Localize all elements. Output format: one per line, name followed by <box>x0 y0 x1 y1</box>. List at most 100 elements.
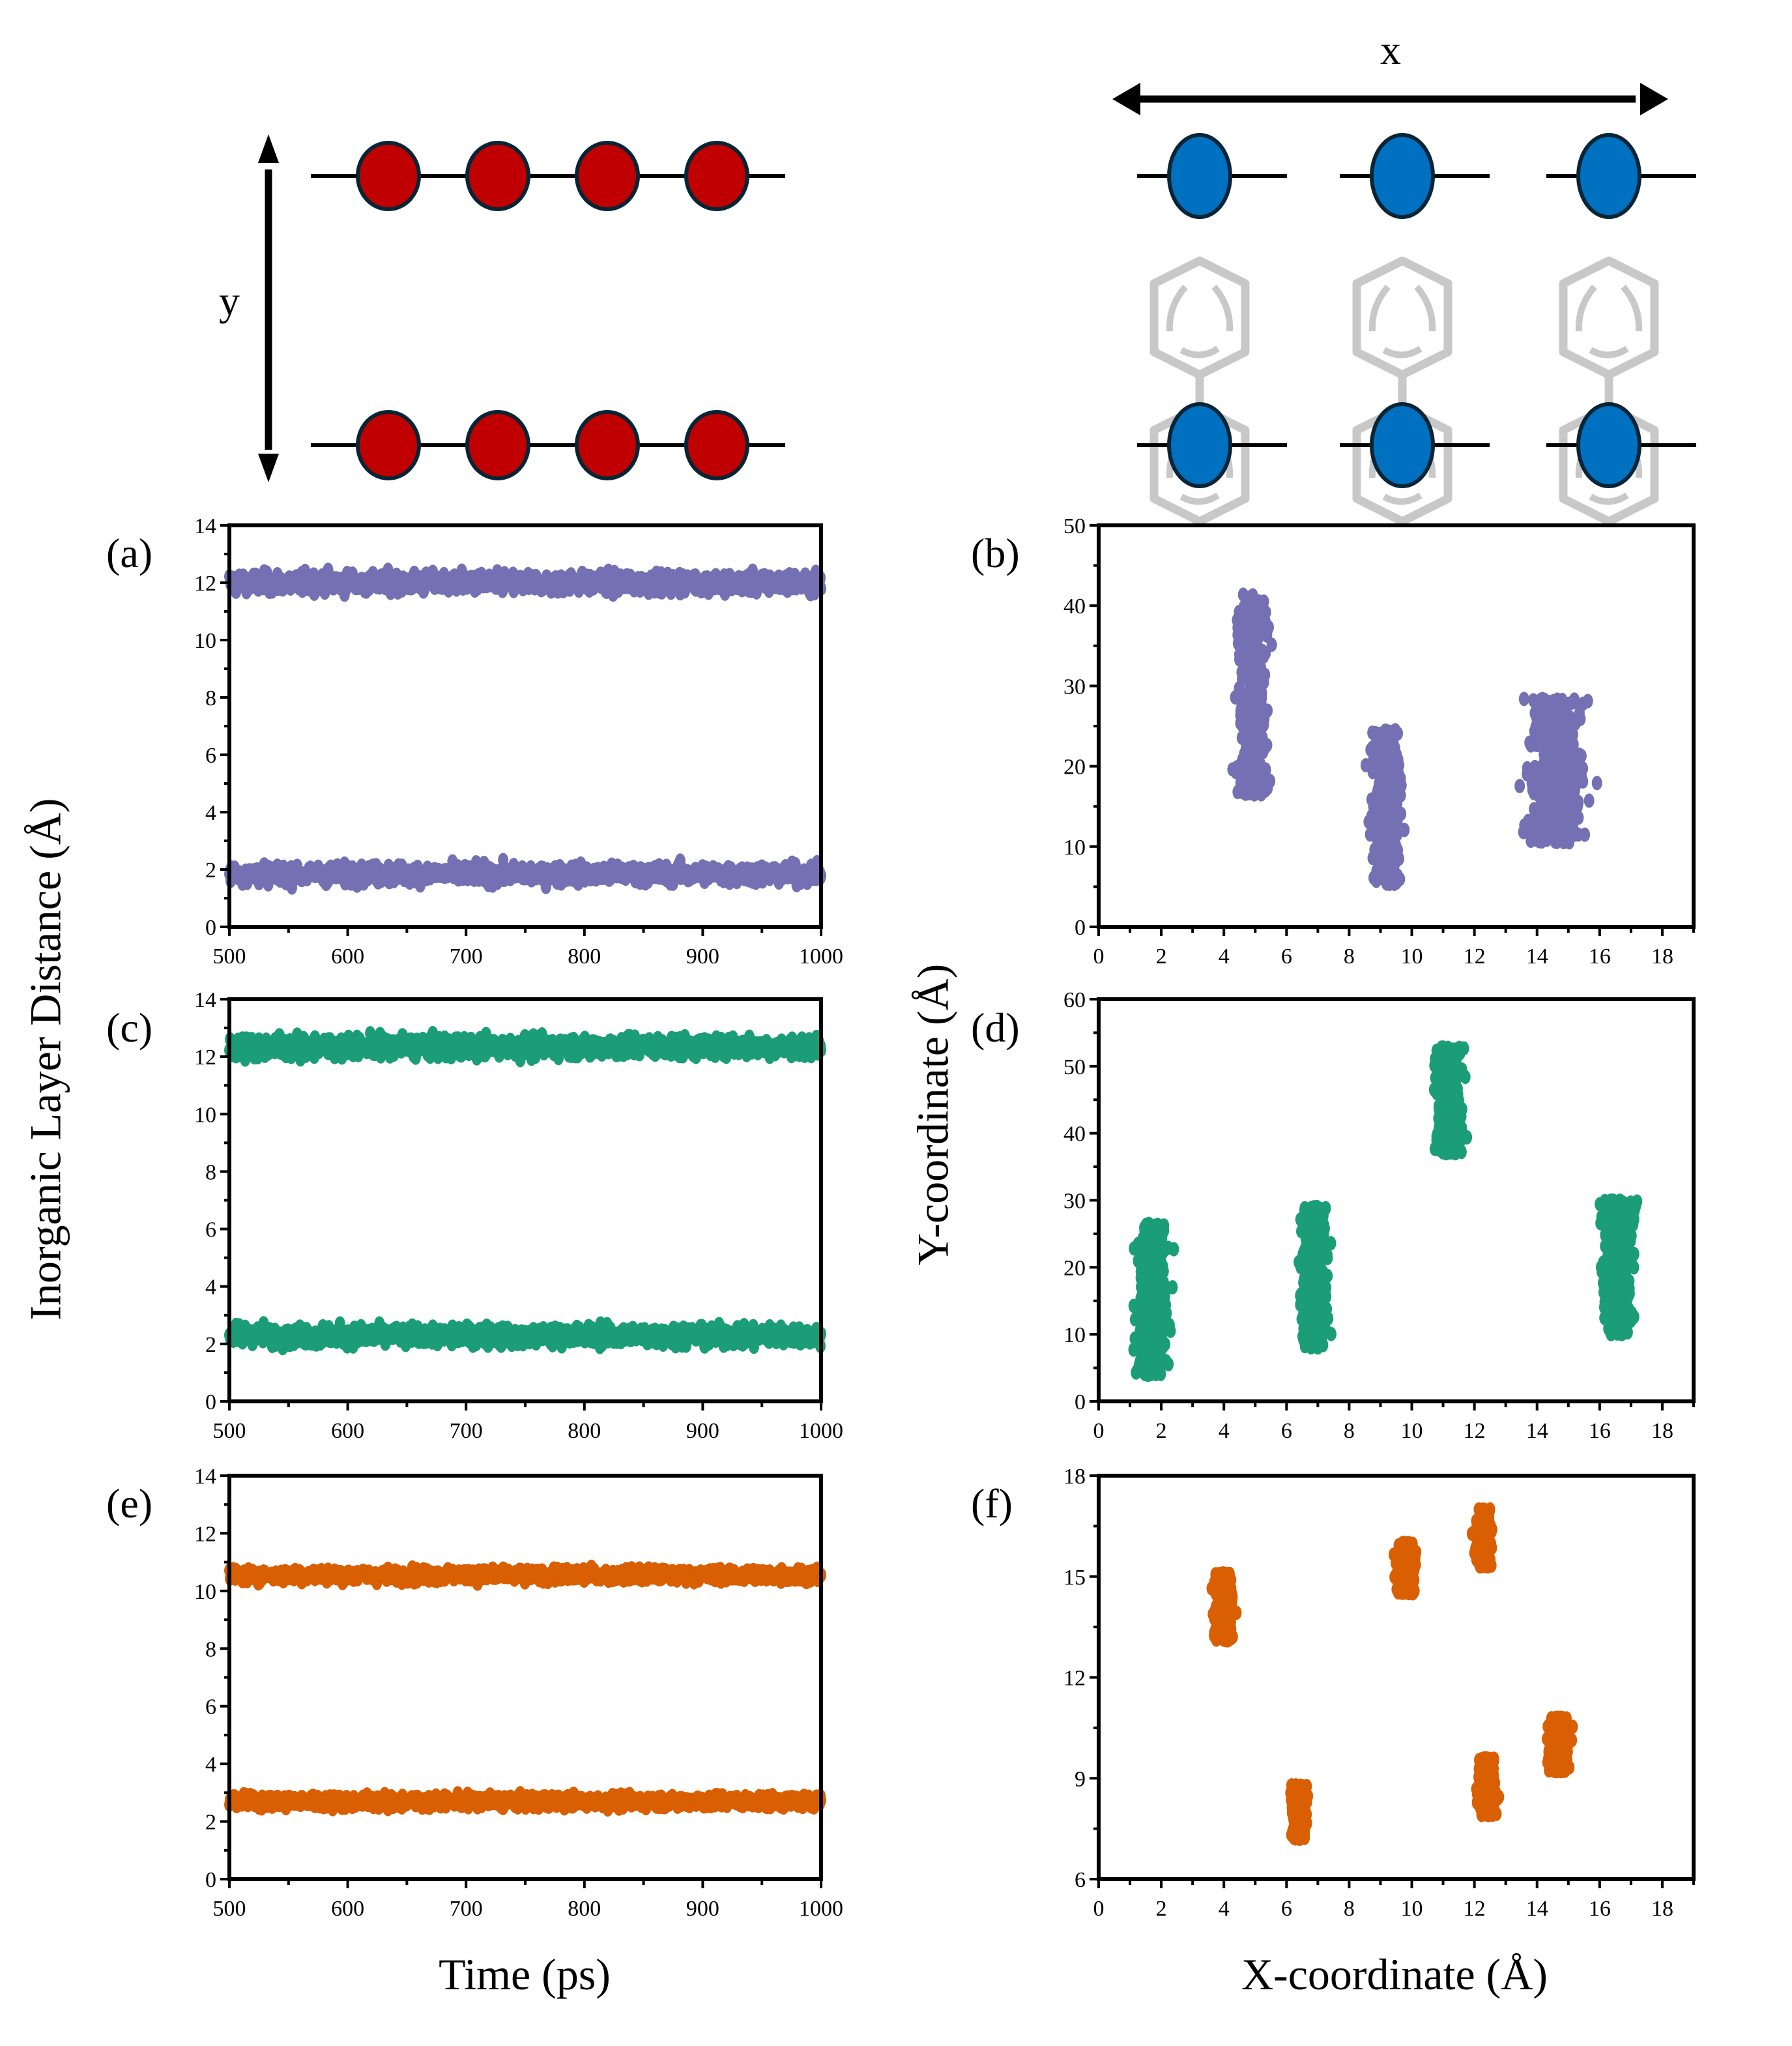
x-tick-label: 2 <box>1156 1897 1167 1921</box>
panel-label: (a) <box>106 530 152 576</box>
left-x-axis-label: Time (ps) <box>439 1950 611 1999</box>
x-tick-label: 18 <box>1651 1897 1673 1921</box>
x-tick-label: 600 <box>331 1897 364 1921</box>
y-tick-label: 8 <box>205 1160 216 1184</box>
x-tick-label: 4 <box>1219 1419 1230 1443</box>
x-tick-label: 1000 <box>799 1419 843 1443</box>
x-tick-label: 8 <box>1344 1897 1355 1921</box>
y-tick-label: 6 <box>205 1218 216 1242</box>
arrow-down-icon <box>258 454 279 482</box>
x-tick-label: 16 <box>1589 1897 1611 1921</box>
y-tick-label: 12 <box>194 1522 216 1546</box>
atom-icon <box>465 141 530 211</box>
atom-icon <box>356 410 421 480</box>
panel-label: (c) <box>106 1004 152 1051</box>
y-tick-label: 2 <box>205 858 216 883</box>
x-tick-label: 900 <box>686 944 719 969</box>
x-tick-label: 18 <box>1651 1419 1673 1443</box>
atom-icon <box>575 141 640 211</box>
x-tick-label: 14 <box>1526 1897 1548 1921</box>
x-tick-label: 8 <box>1344 1419 1355 1443</box>
schematic-right <box>1112 83 1696 526</box>
schematic-left <box>258 134 785 482</box>
y-tick-label: 12 <box>194 572 216 596</box>
x-tick-label: 800 <box>568 1419 601 1443</box>
y-tick-label: 14 <box>194 1465 216 1489</box>
y-tick-label: 30 <box>1063 675 1086 699</box>
y-tick-label: 2 <box>205 1811 216 1835</box>
arrow-left-icon <box>1112 83 1140 115</box>
y-tick-label: 4 <box>205 1753 216 1777</box>
y-tick-label: 50 <box>1063 514 1086 538</box>
right-x-axis-label: X-coordinate (Å) <box>1241 1950 1548 1999</box>
x-tick-label: 1000 <box>799 1897 843 1921</box>
y-tick-label: 10 <box>194 629 216 653</box>
y-tick-label: 60 <box>1063 988 1086 1012</box>
x-tick-label: 16 <box>1589 1419 1611 1443</box>
x-tick-label: 900 <box>686 1897 719 1921</box>
scatter-points <box>1206 1502 1578 1847</box>
arrow-up-icon <box>258 134 279 163</box>
y-tick-label: 12 <box>1063 1667 1086 1691</box>
x-tick-label: 10 <box>1401 944 1423 969</box>
y-tick-label: 50 <box>1063 1055 1086 1079</box>
arrow-right-icon <box>1640 83 1668 115</box>
x-tick-label: 600 <box>331 1419 364 1443</box>
schematic-x-label: x <box>1380 27 1401 73</box>
scatter-points <box>1227 587 1602 892</box>
x-tick-label: 500 <box>213 1419 246 1443</box>
y-tick-label: 10 <box>1063 1323 1086 1347</box>
x-tick-label: 1000 <box>799 944 843 969</box>
x-tick-label: 2 <box>1156 944 1167 969</box>
y-tick-label: 0 <box>1075 1390 1086 1414</box>
x-tick-label: 6 <box>1281 1419 1292 1443</box>
atom-icon <box>465 410 530 480</box>
x-tick-label: 700 <box>450 1897 483 1921</box>
y-tick-label: 10 <box>194 1103 216 1127</box>
y-tick-label: 14 <box>194 988 216 1012</box>
y-tick-label: 4 <box>205 1276 216 1300</box>
x-tick-label: 12 <box>1464 1897 1486 1921</box>
y-tick-label: 9 <box>1075 1767 1086 1791</box>
y-tick-label: 10 <box>194 1580 216 1604</box>
benzene-ring-icon <box>1352 403 1452 526</box>
x-tick-label: 0 <box>1093 1897 1105 1921</box>
x-tick-label: 700 <box>450 944 483 969</box>
x-tick-label: 800 <box>568 1897 601 1921</box>
scatter-points <box>224 1026 826 1356</box>
atom-icon <box>1576 402 1641 488</box>
y-tick-label: 4 <box>205 801 216 825</box>
x-tick-label: 900 <box>686 1419 719 1443</box>
panel-label: (e) <box>106 1480 152 1527</box>
schematic-y-label: y <box>219 278 240 324</box>
y-tick-label: 0 <box>1075 916 1086 940</box>
y-tick-label: 30 <box>1063 1190 1086 1214</box>
x-tick-label: 0 <box>1093 1419 1105 1443</box>
x-tick-label: 6 <box>1281 944 1292 969</box>
y-tick-label: 20 <box>1063 1256 1086 1280</box>
panel-label: (f) <box>971 1480 1013 1527</box>
scatter-points <box>224 1559 826 1817</box>
x-tick-label: 12 <box>1464 1419 1486 1443</box>
atom-icon <box>1167 402 1232 488</box>
panel-label: (b) <box>971 530 1020 576</box>
x-tick-label: 10 <box>1401 1419 1423 1443</box>
x-tick-label: 16 <box>1589 944 1611 969</box>
atom-icon <box>575 410 640 480</box>
y-tick-label: 8 <box>205 686 216 710</box>
scatter-points <box>1128 1040 1643 1382</box>
x-tick-label: 12 <box>1464 944 1486 969</box>
atom-icon <box>1167 133 1232 219</box>
y-tick-label: 0 <box>205 916 216 940</box>
benzene-ring-icon <box>1149 403 1250 526</box>
x-tick-label: 14 <box>1526 1419 1548 1443</box>
y-tick-label: 6 <box>1075 1868 1086 1892</box>
y-tick-label: 20 <box>1063 755 1086 780</box>
y-tick-label: 14 <box>194 514 216 538</box>
atom-icon <box>1370 133 1435 219</box>
